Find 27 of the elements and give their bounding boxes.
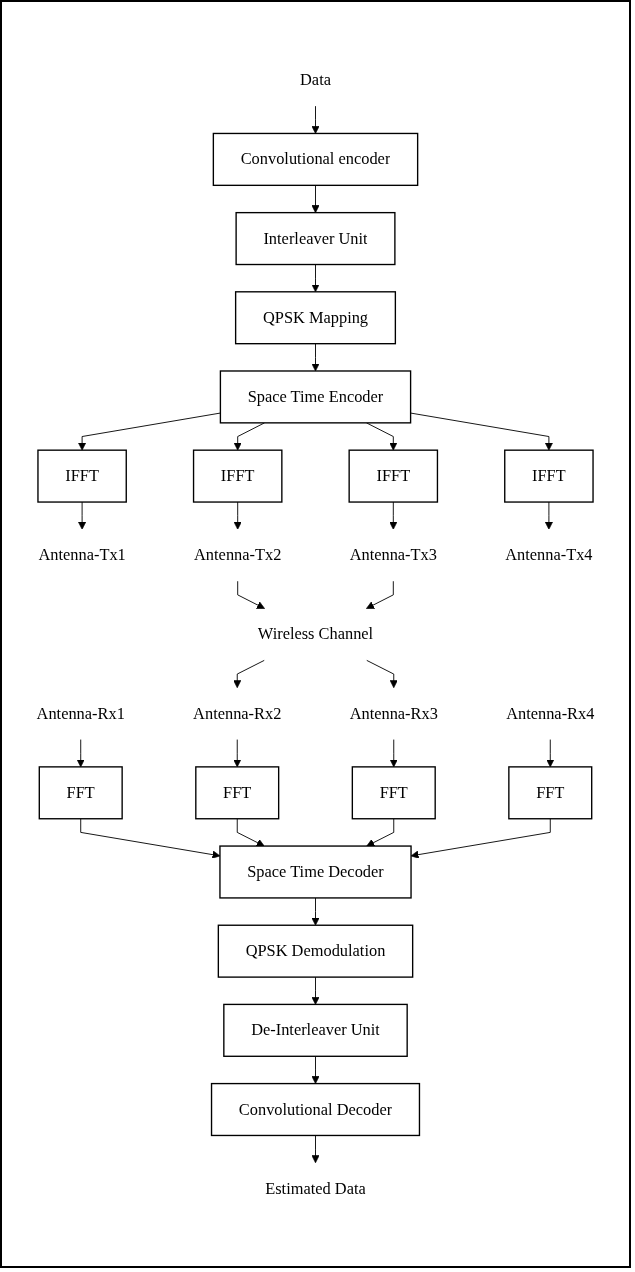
node-text: Antenna-Tx4	[505, 545, 593, 564]
node-box: IFFT	[348, 449, 439, 503]
node-box: IFFT	[504, 449, 594, 503]
node-box: QPSK Mapping	[234, 290, 397, 344]
node-box: Space Time Decoder	[219, 844, 412, 899]
node-box: IFFT	[37, 449, 127, 503]
node-text: Antenna-Tx2	[194, 545, 282, 564]
node-text: Wireless Channel	[257, 624, 374, 643]
node-box: FFT	[351, 765, 436, 819]
node-box: De-Interleaver Unit	[223, 1003, 408, 1057]
node-text: Estimated Data	[265, 1178, 366, 1197]
node-text: Data	[300, 70, 331, 89]
node-box: FFT	[38, 765, 123, 819]
node-box: Interleaver Unit	[235, 211, 396, 265]
node-text: Antenna-Tx1	[38, 545, 126, 564]
node-box: FFT	[195, 765, 280, 819]
node-text: Antenna-Rx3	[349, 703, 438, 722]
node-text: Antenna-Rx1	[36, 703, 125, 722]
node-box: Convolutional encoder	[212, 132, 419, 186]
node-text: Antenna-Rx4	[506, 703, 595, 722]
node-box: Space Time Encoder	[219, 369, 412, 424]
node-box: Convolutional Decoder	[210, 1082, 421, 1136]
node-box: FFT	[508, 765, 593, 819]
node-box: IFFT	[192, 449, 283, 503]
node-text: Antenna-Rx2	[193, 703, 282, 722]
node-text: Antenna-Tx3	[349, 545, 437, 564]
node-box: QPSK Demodulation	[217, 924, 414, 978]
